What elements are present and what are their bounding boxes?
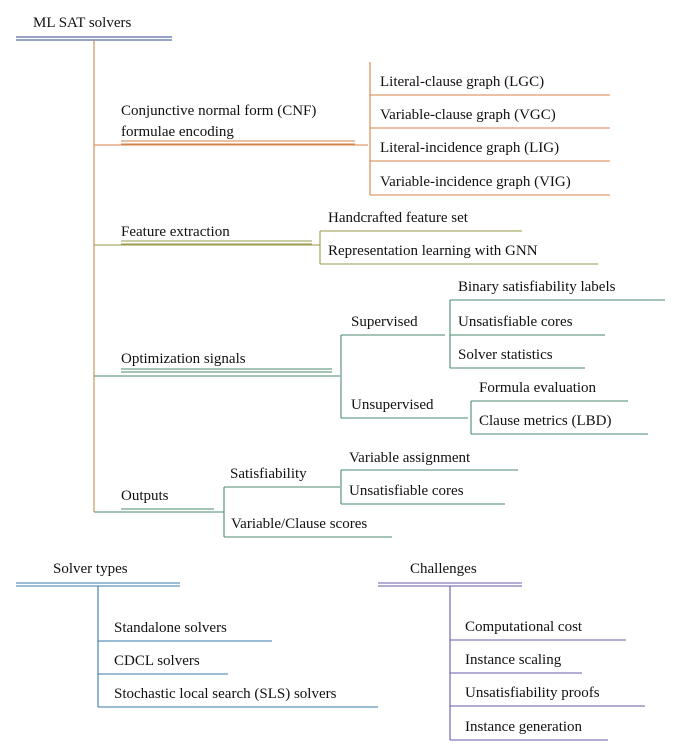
- challenge-item: Instance scaling: [465, 652, 562, 668]
- feature-item: Handcrafted feature set: [328, 210, 469, 226]
- cnf-label-line2: formulae encoding: [121, 124, 234, 140]
- ml-sat-tree: ML SAT solvers Conjunctive normal form (…: [33, 15, 616, 532]
- cnf-label-line1: Conjunctive normal form (CNF): [121, 103, 316, 119]
- supervised-item: Unsatisfiable cores: [458, 314, 573, 330]
- cnf-branch: Conjunctive normal form (CNF) formulae e…: [121, 74, 571, 190]
- connector-lines: [16, 36, 665, 741]
- unsupervised-item: Formula evaluation: [479, 380, 597, 396]
- satisfiability-item: Unsatisfiable cores: [349, 483, 464, 499]
- challenges-tree: Challenges Computational cost Instance s…: [410, 561, 600, 735]
- cnf-item: Variable-clause graph (VGC): [380, 107, 556, 123]
- cnf-item: Literal-clause graph (LGC): [380, 74, 544, 90]
- satisfiability-item: Variable assignment: [349, 450, 471, 466]
- ml-sat-title: ML SAT solvers: [33, 15, 132, 31]
- solver-types-tree: Solver types Standalone solvers CDCL sol…: [53, 561, 337, 702]
- challenge-item: Unsatisfiability proofs: [465, 685, 600, 701]
- optimization-label: Optimization signals: [121, 351, 246, 367]
- outputs-branch: Outputs Satisfiability Variable assignme…: [121, 450, 471, 532]
- solver-type-item: Stochastic local search (SLS) solvers: [114, 686, 337, 702]
- cnf-item: Literal-incidence graph (LIG): [380, 140, 559, 156]
- solver-type-item: Standalone solvers: [114, 620, 227, 636]
- satisfiability-label: Satisfiability: [230, 466, 307, 482]
- supervised-label: Supervised: [351, 314, 418, 330]
- feature-branch: Feature extraction Handcrafted feature s…: [121, 210, 538, 259]
- scores-label: Variable/Clause scores: [231, 516, 367, 532]
- feature-item: Representation learning with GNN: [328, 243, 538, 259]
- outputs-label: Outputs: [121, 488, 169, 504]
- feature-label: Feature extraction: [121, 224, 230, 240]
- supervised-item: Binary satisfiability labels: [458, 279, 616, 295]
- unsupervised-item: Clause metrics (LBD): [479, 413, 611, 429]
- challenge-item: Computational cost: [465, 619, 583, 635]
- solver-type-item: CDCL solvers: [114, 653, 200, 669]
- challenges-title: Challenges: [410, 561, 477, 577]
- unsupervised-label: Unsupervised: [351, 397, 434, 413]
- solver-types-title: Solver types: [53, 561, 128, 577]
- optimization-branch: Optimization signals Supervised Binary s…: [121, 279, 616, 429]
- supervised-item: Solver statistics: [458, 347, 553, 363]
- cnf-item: Variable-incidence graph (VIG): [380, 174, 571, 190]
- challenge-item: Instance generation: [465, 719, 583, 735]
